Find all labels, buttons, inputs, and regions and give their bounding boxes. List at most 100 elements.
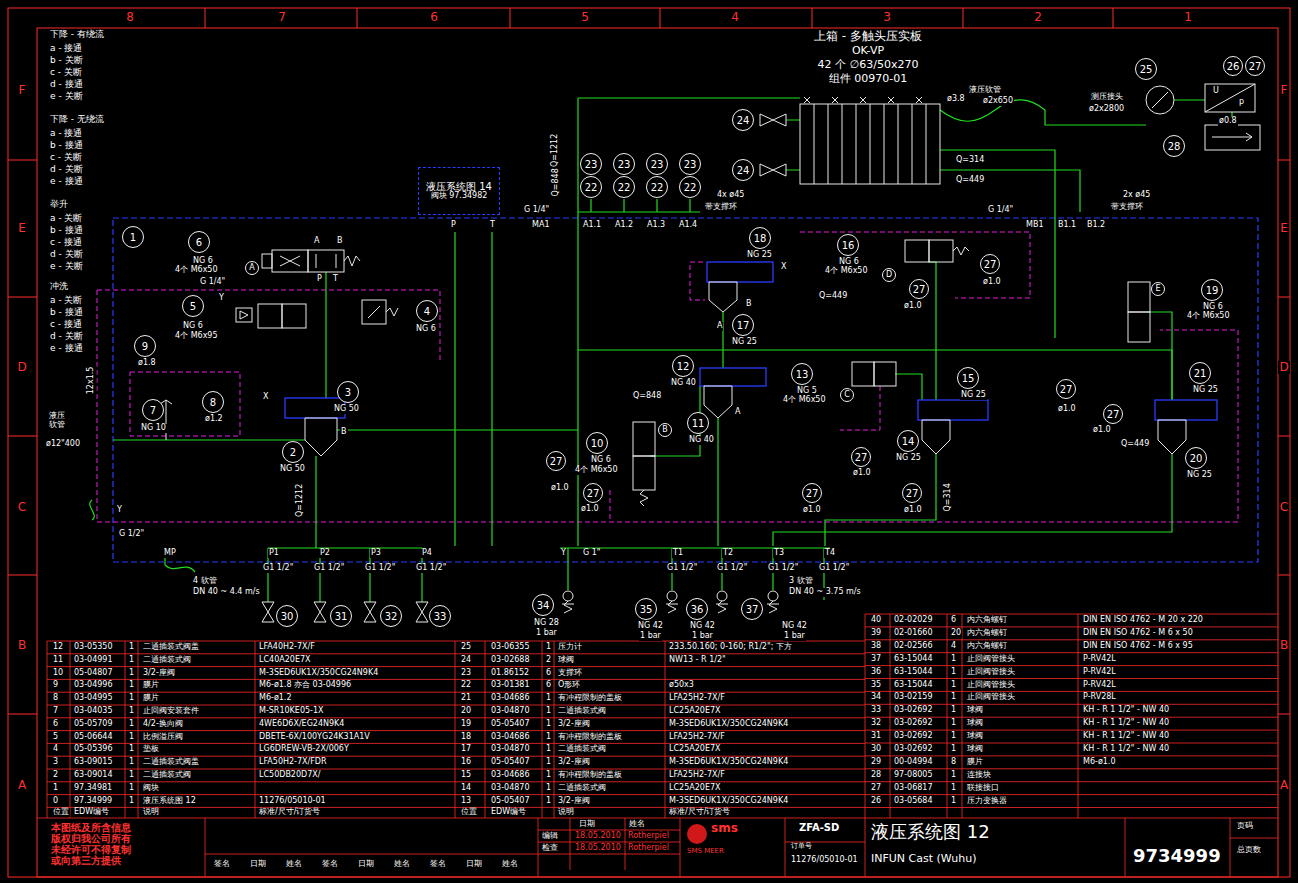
table-cell: 二通插装式阀 — [557, 784, 607, 793]
diagram-label: NG 42 — [689, 622, 716, 631]
callout-circle: 36 — [686, 598, 708, 620]
valve-symbol — [760, 114, 786, 126]
node-title: 11 — [692, 418, 705, 429]
grid-marker: A — [1279, 779, 1289, 792]
pilot-line — [690, 262, 705, 300]
table-cell: 13 — [460, 797, 472, 806]
diagram-label: NG 40 — [670, 379, 697, 388]
table-cell: 1 — [950, 719, 957, 728]
diagram-label: ø1.0 — [802, 506, 822, 515]
diagram-label: ø1.0 — [903, 302, 923, 311]
table-cell: 9 — [52, 681, 59, 690]
table-cell: 25 — [460, 643, 472, 652]
diagram-label: NG 50 — [279, 465, 306, 474]
cartridge-cover — [707, 262, 773, 282]
mode-state: d - 接通 — [49, 80, 84, 90]
table-cell: 连接块 — [966, 771, 992, 780]
node-title: 14 — [902, 436, 915, 447]
diagram-label: ø0.8 — [1218, 117, 1238, 126]
node-title: 13 — [796, 369, 809, 380]
valve-symbol — [922, 420, 950, 454]
table-cell: 03-02692 — [893, 732, 934, 741]
valve-symbol — [1152, 92, 1168, 108]
mode-state: c - 关断 — [49, 153, 83, 163]
diagram-label: NG 6 — [590, 456, 612, 465]
mode-state: a - 关断 — [49, 296, 83, 306]
diagram-label: NG 6 — [192, 257, 214, 266]
diagram-label: Y — [218, 294, 225, 303]
table-cell: 03-04035 — [73, 707, 114, 716]
table-cell: LC25A20E7X — [668, 784, 722, 793]
mode-heading: 冲洗 — [49, 282, 69, 292]
table-cell: 1 — [128, 669, 135, 678]
table-cell: 03-02688 — [490, 656, 531, 665]
table-cell: 1 — [545, 758, 552, 767]
valve-symbol — [760, 164, 786, 176]
node-title: 24 — [737, 165, 750, 176]
diagram-label: A1.4 — [678, 221, 698, 230]
table-cell: 03-04996 — [73, 681, 114, 690]
node-title: 22 — [684, 182, 697, 193]
table-cell: 97-08005 — [893, 771, 934, 780]
table-cell: LFA40H2-7X/F — [258, 643, 316, 652]
callout-circle: 22 — [613, 176, 635, 198]
valve-block-outline — [113, 218, 1258, 562]
diagram-label: NG 50 — [333, 405, 360, 414]
diagram-label: 4 软管 — [192, 577, 218, 586]
valve-symbol — [874, 362, 896, 386]
grid-marker: C — [17, 501, 27, 514]
table-cell: LFA25H2-7X/F — [668, 771, 726, 780]
callout-circle: 3 — [337, 381, 359, 403]
diagram-label: A1.1 — [582, 221, 602, 230]
table-cell: 1 — [950, 668, 957, 677]
table-cell: 6 — [52, 720, 59, 729]
diagram-label: P — [450, 221, 457, 230]
callout-circle: 27 — [802, 483, 822, 503]
callout-circle: 2 — [282, 441, 304, 463]
table-cell: 6 — [950, 616, 957, 625]
diagram-label: NG 6 — [1202, 303, 1224, 312]
diagram-label: NG 6 — [182, 322, 204, 331]
pilot-line — [97, 290, 440, 360]
table-cell: LC25A20E7X — [668, 707, 722, 716]
table-cell: 1 — [950, 745, 957, 754]
diagram-label: G 1/4" — [523, 206, 550, 215]
node-title: B — [662, 426, 668, 435]
title-block-text: 订单号 — [790, 843, 813, 851]
pressure-line — [718, 418, 1172, 546]
diagram-label: MA1 — [531, 221, 550, 230]
title-block-text: 检查 — [541, 844, 559, 853]
valve-symbol — [717, 591, 727, 601]
mode-state: c - 接通 — [49, 320, 83, 330]
parts-table-grid — [37, 614, 1278, 877]
diagram-label: Q=449 — [1120, 440, 1150, 449]
table-cell: 阀块 — [142, 784, 160, 793]
diagram-label: 1 bar — [535, 629, 558, 638]
callout-circle: A — [245, 261, 259, 275]
callout-circle: 5 — [182, 295, 204, 317]
table-cell: 1 — [128, 745, 135, 754]
valve-symbol — [716, 601, 728, 613]
title-block-text: 本图纸及所含信息 — [50, 822, 132, 833]
valve-symbol — [1205, 84, 1255, 112]
title-block-text: 姓名 — [285, 860, 303, 869]
table-cell: 05-05709 — [73, 720, 114, 729]
valve-symbol — [282, 304, 306, 328]
table-cell: 止回阀管接头 — [966, 681, 1016, 690]
table-header: 位置 — [52, 808, 70, 817]
table-cell: 2 — [545, 656, 552, 665]
callout-circle: 26 — [1223, 56, 1243, 76]
diagram-label: 4个 M6x50 — [782, 396, 827, 405]
table-cell: 1 — [950, 771, 957, 780]
diagram-label: ø2x650 — [982, 97, 1014, 106]
diagram-label: ø1.0 — [982, 278, 1002, 287]
diagram-label: NG 25 — [1192, 386, 1219, 395]
callout-circle: 34 — [532, 594, 554, 616]
diagram-label: G1 1/2" — [767, 564, 799, 573]
node-title: 27 — [587, 488, 600, 499]
table-cell: 97.34999 — [73, 797, 113, 806]
table-cell: 22 — [460, 681, 472, 690]
node-title: 27 — [1249, 61, 1262, 72]
diagram-label: 4个 M6x50 — [824, 267, 869, 276]
callout-circle: 19 — [1201, 279, 1223, 301]
